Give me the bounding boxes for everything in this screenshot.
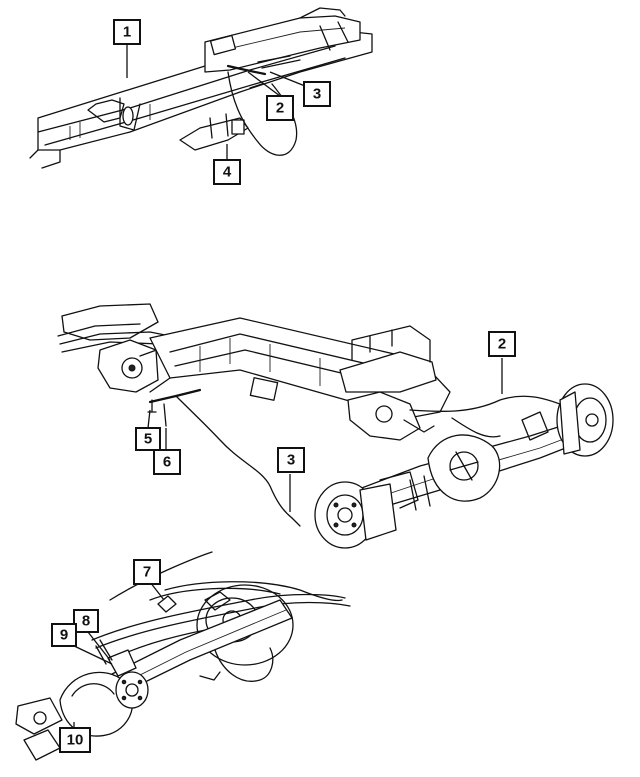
leader-lines bbox=[69, 44, 503, 728]
callout-9-label: 9 bbox=[60, 627, 68, 644]
callout-1-label: 1 bbox=[123, 24, 131, 41]
callout-5: 5 bbox=[135, 427, 161, 451]
callout-10-label: 10 bbox=[67, 732, 84, 749]
chassis-rear-axle-illustration bbox=[57, 303, 614, 549]
callout-6-label: 6 bbox=[163, 454, 171, 471]
callout-6: 6 bbox=[153, 449, 181, 475]
rear-axle-closeup-illustration bbox=[15, 551, 351, 761]
callout-3-top-label: 3 bbox=[313, 86, 321, 103]
callout-4-label: 4 bbox=[223, 164, 232, 181]
callout-8: 8 bbox=[73, 609, 99, 633]
callout-3-top: 3 bbox=[303, 81, 331, 107]
callout-2-top-label: 2 bbox=[276, 100, 284, 117]
callout-10: 10 bbox=[59, 727, 91, 753]
callout-7-label: 7 bbox=[143, 564, 151, 581]
callout-3-middle: 3 bbox=[277, 447, 305, 473]
callout-1: 1 bbox=[113, 19, 141, 45]
frame-rail-top-illustration bbox=[29, 7, 373, 169]
callout-4: 4 bbox=[213, 159, 241, 185]
callout-8-label: 8 bbox=[82, 613, 90, 630]
callout-2-middle: 2 bbox=[488, 331, 516, 357]
callout-2-middle-label: 2 bbox=[498, 336, 506, 353]
callout-2-top: 2 bbox=[266, 95, 294, 121]
callout-9: 9 bbox=[51, 623, 77, 647]
callout-7: 7 bbox=[133, 559, 161, 585]
callout-3-middle-label: 3 bbox=[287, 452, 295, 469]
callout-5-label: 5 bbox=[144, 431, 152, 448]
